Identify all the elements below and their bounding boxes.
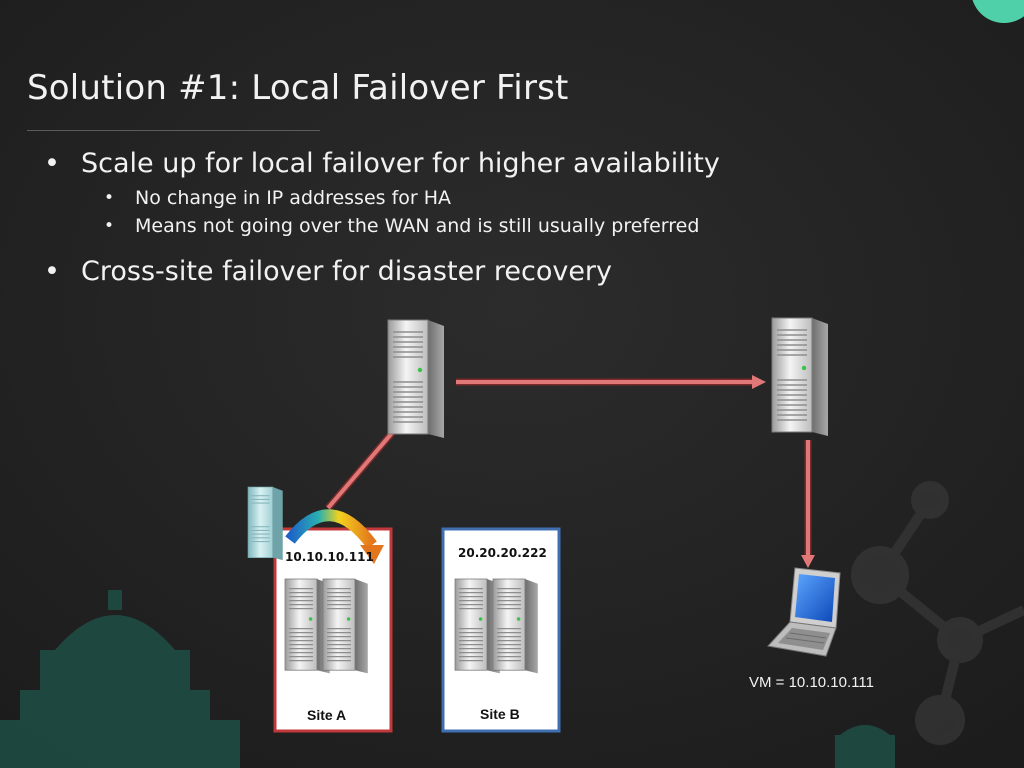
site-a-label: Site A	[307, 707, 347, 723]
site-b-ip: 20.20.20.222	[458, 546, 547, 560]
title-divider	[27, 130, 320, 131]
slide-title: Solution #1: Local Failover First	[27, 68, 569, 108]
server-icon	[771, 317, 829, 437]
arrow-to-laptop	[801, 440, 815, 568]
server-icon	[322, 578, 369, 675]
bullet-item: Scale up for local failover for higher a…	[44, 146, 720, 182]
sub-bullet-item: No change in IP addresses for HA	[97, 184, 720, 212]
server-icon	[387, 319, 445, 439]
vm-ip-label: VM = 10.10.10.111	[749, 674, 874, 691]
server-icon	[247, 486, 283, 561]
building-silhouette-icon	[0, 590, 895, 768]
molecule-decoration-icon	[851, 481, 1024, 745]
bullet-item: Cross-site failover for disaster recover…	[44, 254, 720, 290]
corner-accent-icon	[972, 0, 1024, 23]
server-icon	[492, 578, 539, 675]
link-line-server-to-site	[325, 430, 395, 511]
site-b-label: Site B	[480, 706, 520, 722]
site-a-ip: 10.10.10.111	[285, 550, 374, 564]
laptop-icon	[767, 567, 841, 657]
curved-arrow-icon	[285, 509, 384, 564]
sub-bullet-item: Means not going over the WAN and is stil…	[97, 212, 720, 240]
bullet-list: Scale up for local failover for higher a…	[44, 146, 720, 290]
arrow-server-to-server	[456, 375, 766, 389]
